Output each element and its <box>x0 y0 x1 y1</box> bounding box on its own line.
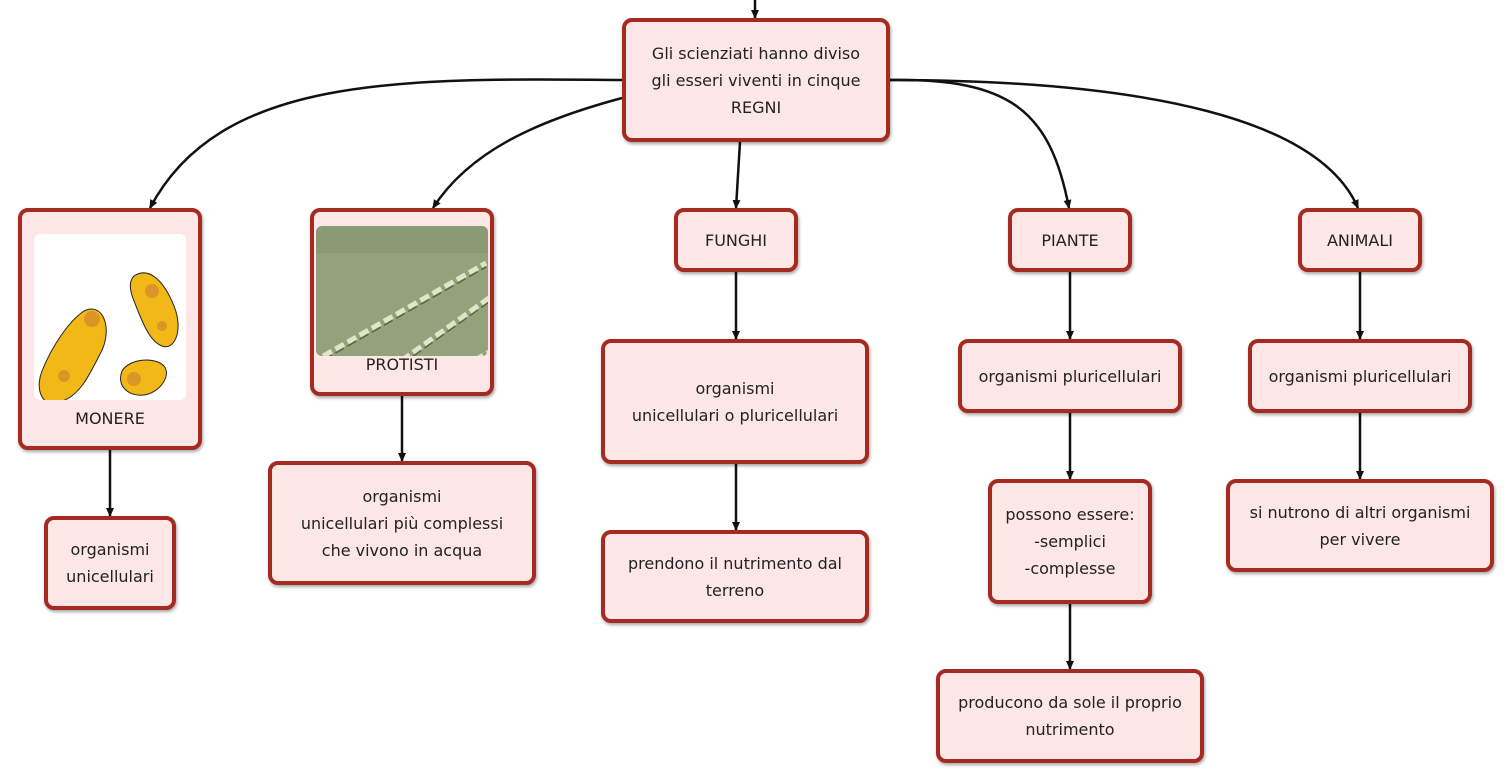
kingdom-label-piante: PIANTE <box>1041 230 1099 250</box>
animali-child-2[interactable]: si nutrono di altri organismi per vivere <box>1226 479 1494 572</box>
piante-child-2[interactable]: possono essere: -semplici -complesse <box>988 479 1152 604</box>
edge-root-protisti <box>431 96 623 209</box>
root-text: Gli scienziati hanno diviso gli esseri v… <box>651 43 861 117</box>
kingdom-label-protisti: PROTISTI <box>365 355 439 374</box>
bacteria-illustration-icon <box>34 234 186 400</box>
animali-child-1[interactable]: organismi pluricellulari <box>1248 339 1472 413</box>
root-node[interactable]: Gli scienziati hanno diviso gli esseri v… <box>622 18 890 142</box>
funghi-child-1[interactable]: organismi unicellulari o pluricellulari <box>601 339 869 464</box>
kingdom-label-funghi: FUNGHI <box>704 230 768 250</box>
algae-micrograph-icon <box>316 226 488 356</box>
monere-child-1[interactable]: organismi unicellulari <box>44 516 176 610</box>
piante-child-1[interactable]: organismi pluricellulari <box>958 339 1182 413</box>
kingdom-label-monere: MONERE <box>75 409 145 428</box>
kingdom-node-monere[interactable]: MONERE <box>18 208 202 450</box>
edge-root-piante <box>887 78 1072 209</box>
kingdom-node-funghi[interactable]: FUNGHI <box>674 208 798 272</box>
edge-root-monere <box>148 78 623 209</box>
kingdom-node-protisti[interactable]: PROTISTI <box>310 208 494 396</box>
kingdom-node-piante[interactable]: PIANTE <box>1008 208 1132 272</box>
kingdom-label-animali: ANIMALI <box>1326 230 1393 250</box>
protisti-child-1[interactable]: organismi unicellulari più complessi che… <box>268 461 536 585</box>
funghi-child-2[interactable]: prendono il nutrimento dal terreno <box>601 530 869 623</box>
edge-root-funghi <box>732 141 742 209</box>
kingdom-node-animali[interactable]: ANIMALI <box>1298 208 1422 272</box>
edge-root-animali <box>887 78 1360 209</box>
piante-child-3[interactable]: producono da sole il proprio nutrimento <box>936 669 1204 763</box>
